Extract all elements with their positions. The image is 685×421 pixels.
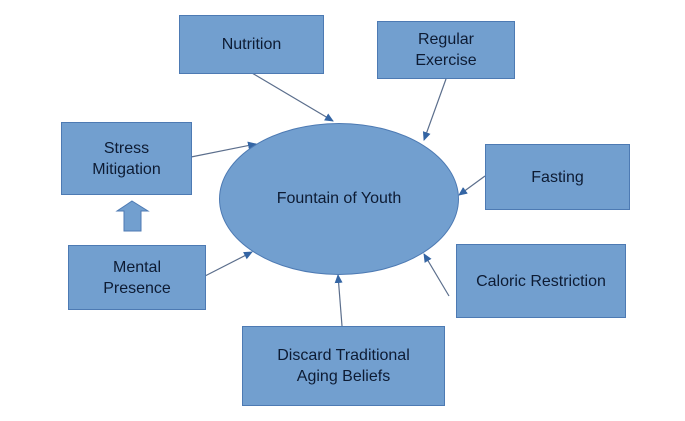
center-node-label: Fountain of Youth (276, 190, 402, 207)
node-label: Mental Presence (103, 258, 171, 297)
node-label: Caloric Restriction (476, 272, 606, 290)
node-regular-exercise: Regular Exercise (377, 21, 515, 79)
node-label: Stress Mitigation (92, 139, 161, 178)
connector-fasting (458, 175, 486, 196)
node-label: Regular Exercise (415, 31, 477, 69)
node-mental-presence: Mental Presence (68, 245, 206, 310)
center-node-fountain-of-youth: Fountain of Youth (219, 123, 459, 275)
connector-nutrition (251, 72, 334, 122)
node-discard-beliefs: Discard Traditional Aging Beliefs (242, 326, 445, 406)
connector-discard-beliefs (334, 274, 343, 327)
node-fasting: Fasting (485, 144, 630, 210)
node-nutrition: Nutrition (179, 15, 324, 74)
connector-mental-presence (204, 251, 253, 277)
node-label: Fasting (531, 168, 584, 186)
connector-regular-exercise (422, 78, 447, 141)
block-arrow-up-icon (115, 200, 150, 232)
connector-stress-mitigation (190, 141, 257, 158)
node-label: Discard Traditional Aging Beliefs (277, 347, 410, 385)
connector-caloric-restriction (423, 253, 450, 297)
node-caloric-restriction: Caloric Restriction (456, 244, 626, 318)
node-label: Nutrition (221, 36, 282, 53)
node-stress-mitigation: Stress Mitigation (61, 122, 192, 195)
